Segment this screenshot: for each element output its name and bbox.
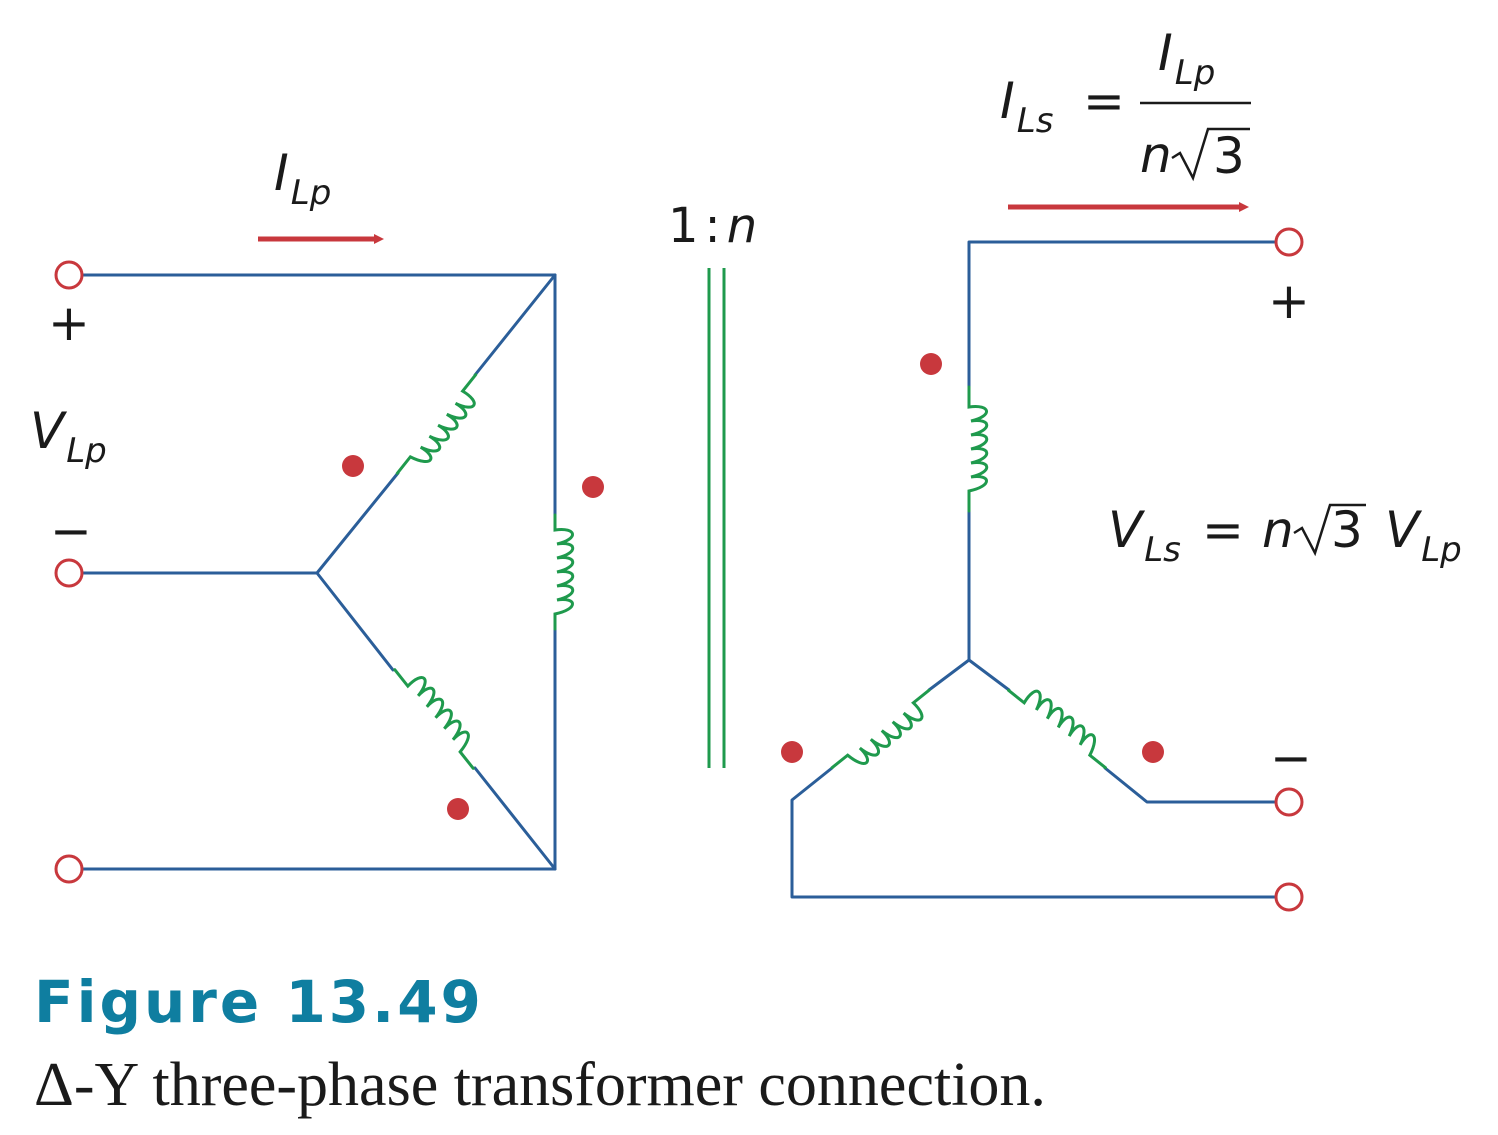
primary-dot-upper [342, 455, 364, 477]
primary-terminal-bottom [54, 854, 84, 884]
primary-plus-sign: + [48, 294, 90, 352]
transformer-core [707, 268, 726, 768]
sqrt-sign-voltage [1293, 503, 1366, 557]
secondary-dot-right [1142, 741, 1164, 763]
secondary-terminal-bottom [1274, 882, 1304, 912]
primary-terminal-top [54, 260, 84, 290]
primary-current-label: ILp [274, 144, 331, 213]
secondary-coil-right [1007, 688, 1107, 770]
secondary-current-equation: ILs = ILp n 3 [1000, 24, 1251, 185]
primary-minus-sign: − [50, 502, 92, 560]
primary-coil-right [553, 513, 575, 631]
secondary-dot-left [781, 741, 803, 763]
secondary-current-denominator-radicand: 3 [1213, 127, 1245, 185]
secondary-dot-top [920, 353, 942, 375]
secondary-voltage-n: n [1262, 501, 1294, 559]
sqrt-sign [1171, 127, 1250, 182]
primary-coil-lower [393, 668, 475, 770]
secondary-plus-sign: + [1268, 272, 1310, 330]
primary-diag-lower-a [315, 571, 395, 672]
secondary-minus-wire [1103, 766, 1278, 804]
primary-diag-upper-b [315, 471, 400, 575]
figure-title: Figure 13.49 [34, 968, 484, 1036]
primary-terminal-mid [54, 558, 84, 588]
turns-ratio-label: 1:n [668, 198, 757, 254]
secondary-current-numerator: ILp [1158, 24, 1215, 93]
secondary-bottom-wire [790, 766, 1278, 899]
secondary-voltage-rhs: VLp [1385, 501, 1462, 570]
primary-diag-lower-b [473, 766, 557, 871]
secondary-terminal-top [1274, 227, 1304, 257]
secondary-left-arm-a [927, 658, 971, 692]
secondary-right-arm-a [967, 658, 1011, 692]
circuit-diagram: ILp + VLp − 1:n ILs = ILp n [30, 24, 1462, 912]
primary-diag-upper-a [473, 273, 557, 377]
secondary-wires [790, 240, 1278, 899]
secondary-current-equals: = [1083, 72, 1125, 130]
secondary-voltage-equals: = [1202, 501, 1244, 559]
primary-voltage-label: VLp [30, 402, 107, 471]
secondary-coil-left [830, 688, 931, 770]
primary-coil-upper [395, 373, 478, 475]
secondary-coil-top [967, 385, 989, 513]
figure-caption: Δ-Y three-phase transformer connection. [34, 1051, 1046, 1119]
secondary-top-wire [967, 240, 1278, 389]
secondary-voltage-radicand: 3 [1331, 501, 1363, 559]
secondary-current-denominator-n: n [1140, 126, 1172, 184]
secondary-current-lhs: ILs [1000, 72, 1053, 141]
primary-wires [80, 273, 557, 871]
secondary-voltage-equation: VLs = n 3 VLp [1108, 501, 1462, 570]
secondary-terminal-mid [1274, 787, 1304, 817]
primary-dot-lower [447, 798, 469, 820]
secondary-minus-sign: − [1270, 729, 1312, 787]
primary-dot-right [582, 476, 604, 498]
secondary-voltage-lhs: VLs [1108, 501, 1181, 570]
